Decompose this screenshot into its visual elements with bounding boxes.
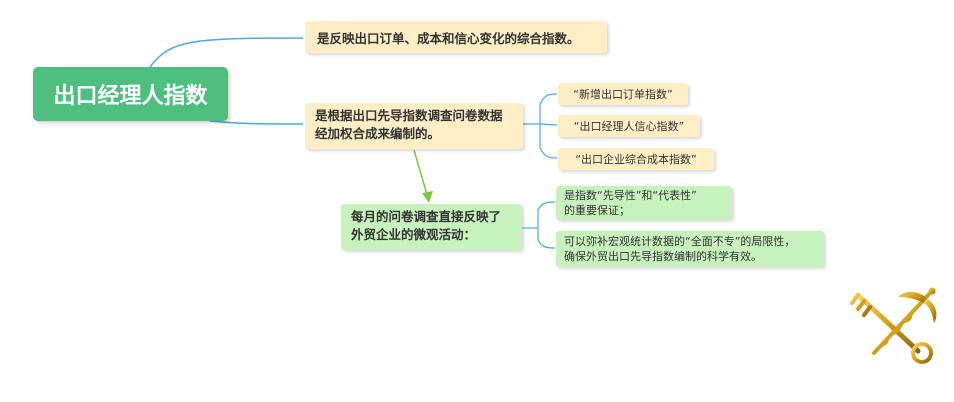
customs-emblem-icon — [850, 287, 937, 364]
survey-point-leading-line2: 的重要保证； — [564, 204, 630, 217]
survey-point-complement-line2: 确保外贸出口先导指数编制的科学有效。 — [564, 250, 762, 263]
node-compilation-line2: 经加权合成来编制的。 — [315, 126, 441, 141]
survey-point-complement: 可以弥补宏观统计数据的“全面不专”的局限性， 确保外贸出口先导指数编制的科学有效… — [556, 231, 824, 267]
sub-index-new-orders-label: “新增出口订单指数” — [573, 88, 673, 101]
node-definition-text: 是反映出口订单、成本和信心变化的综合指数。 — [317, 30, 580, 46]
node-compilation: 是根据出口先导指数调查问卷数据 经加权合成来编制的。 — [305, 103, 523, 149]
sub-index-cost-label: “出口企业综合成本指数” — [575, 153, 697, 166]
node-compilation-line1: 是根据出口先导指数调查问卷数据 — [315, 108, 503, 123]
sub-index-new-orders: “新增出口订单指数” — [558, 83, 688, 105]
survey-point-leading: 是指数“先导性”和“代表性” 的重要保证； — [556, 186, 732, 220]
node-definition: 是反映出口订单、成本和信心变化的综合指数。 — [305, 21, 607, 53]
sub-index-confidence: “出口经理人信心指数” — [558, 115, 700, 137]
root-label: 出口经理人指数 — [53, 84, 208, 109]
node-survey-line1: 每月的问卷调查直接反映了 — [351, 209, 502, 224]
node-survey-line2: 外贸企业的微观活动： — [351, 227, 477, 242]
root-node: 出口经理人指数 — [33, 67, 228, 121]
survey-point-leading-line1: 是指数“先导性”和“代表性” — [564, 189, 697, 202]
node-survey: 每月的问卷调查直接反映了 外贸企业的微观活动： — [341, 204, 522, 250]
survey-point-complement-line1: 可以弥补宏观统计数据的“全面不专”的局限性， — [564, 235, 796, 248]
sub-index-cost: “出口企业综合成本指数” — [558, 148, 714, 170]
sub-index-confidence-label: “出口经理人信心指数” — [573, 120, 685, 133]
